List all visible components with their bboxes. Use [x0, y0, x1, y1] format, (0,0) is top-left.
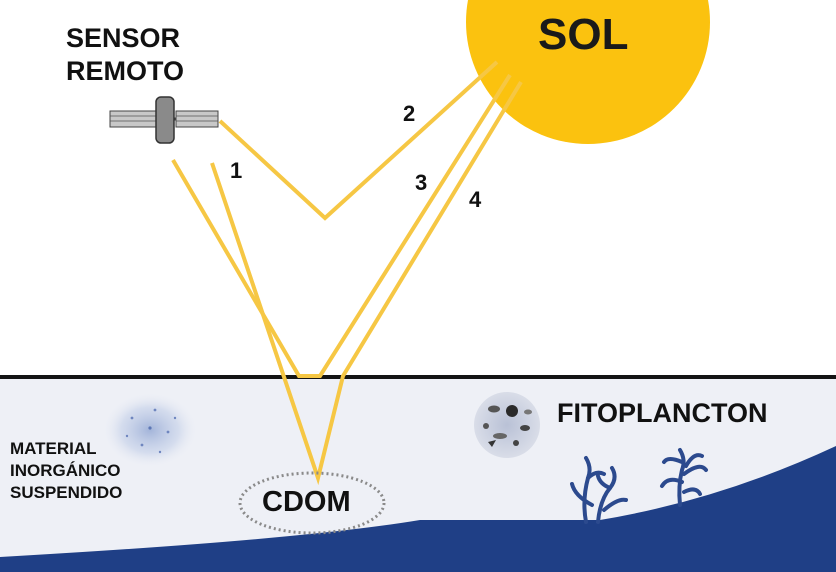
sediment-dot [153, 408, 157, 412]
satellite-left-panel [109, 110, 157, 128]
satellite-right-panel [175, 110, 219, 128]
plankton-cell [520, 425, 530, 431]
light-ray-path-4 [210, 80, 523, 486]
path-label-2: 2 [403, 101, 416, 126]
cdom-label: CDOM [262, 486, 351, 518]
sediment-dot [140, 443, 144, 447]
seaweed-stalk [596, 474, 612, 490]
phytoplankton-label: FITOPLANCTON [557, 398, 768, 428]
particle-cloud-icon [102, 392, 198, 468]
satellite-body [155, 96, 175, 144]
sun-icon [466, 0, 710, 144]
seaweed-stalk [660, 477, 684, 488]
material-label-line2: INORGÁNICO [10, 461, 121, 480]
plankton-cell [488, 405, 500, 413]
seaweed-stalk [662, 457, 684, 464]
plankton-cell [524, 409, 532, 415]
sediment-dot [166, 430, 170, 434]
sediment-dot [158, 450, 162, 454]
sediment-dot [148, 426, 152, 430]
sediment-dot [125, 434, 129, 438]
sediment-dot [173, 416, 177, 420]
light-ray-path-2 [218, 60, 499, 221]
sediment-cloud [102, 392, 198, 468]
plankton-cell [488, 440, 496, 447]
plankton-cell [483, 423, 489, 429]
plankton-cluster-icon [474, 392, 540, 458]
seafloor [0, 446, 836, 572]
satellite-icon [109, 96, 219, 144]
sediment-dot [130, 416, 134, 420]
material-label-line3: SUSPENDIDO [10, 483, 123, 502]
seaweed-icon [570, 456, 628, 524]
sensor-label-line2: REMOTO [66, 56, 185, 86]
seaweed-stalk [570, 482, 594, 507]
material-label-line1: MATERIAL [10, 439, 97, 458]
light-rays [171, 60, 523, 486]
path-label-3: 3 [415, 170, 428, 195]
seaweed-stalk [586, 470, 606, 480]
seaweed-stalk [677, 448, 686, 507]
sensor-label-line1: SENSOR [66, 23, 181, 53]
seaweed-icon [660, 448, 708, 507]
sensor-label: SENSOR REMOTO [66, 22, 184, 88]
plankton-cell [493, 433, 507, 439]
path-label-4: 4 [469, 187, 482, 212]
seaweed-stalk [602, 497, 628, 512]
seaweed-stalk [682, 487, 702, 496]
seaweed-stalk [684, 453, 704, 468]
suspended-material-label: MATERIAL INORGÁNICO SUSPENDIDO [10, 438, 122, 504]
plankton-cell [506, 405, 518, 417]
cdom-boundary [238, 471, 386, 535]
light-ray-path-3 [171, 73, 512, 378]
seaweed-stalk [682, 464, 708, 476]
sun-label: SOL [538, 10, 629, 59]
path-label-1: 1 [230, 158, 243, 183]
plankton-cell [513, 440, 519, 446]
